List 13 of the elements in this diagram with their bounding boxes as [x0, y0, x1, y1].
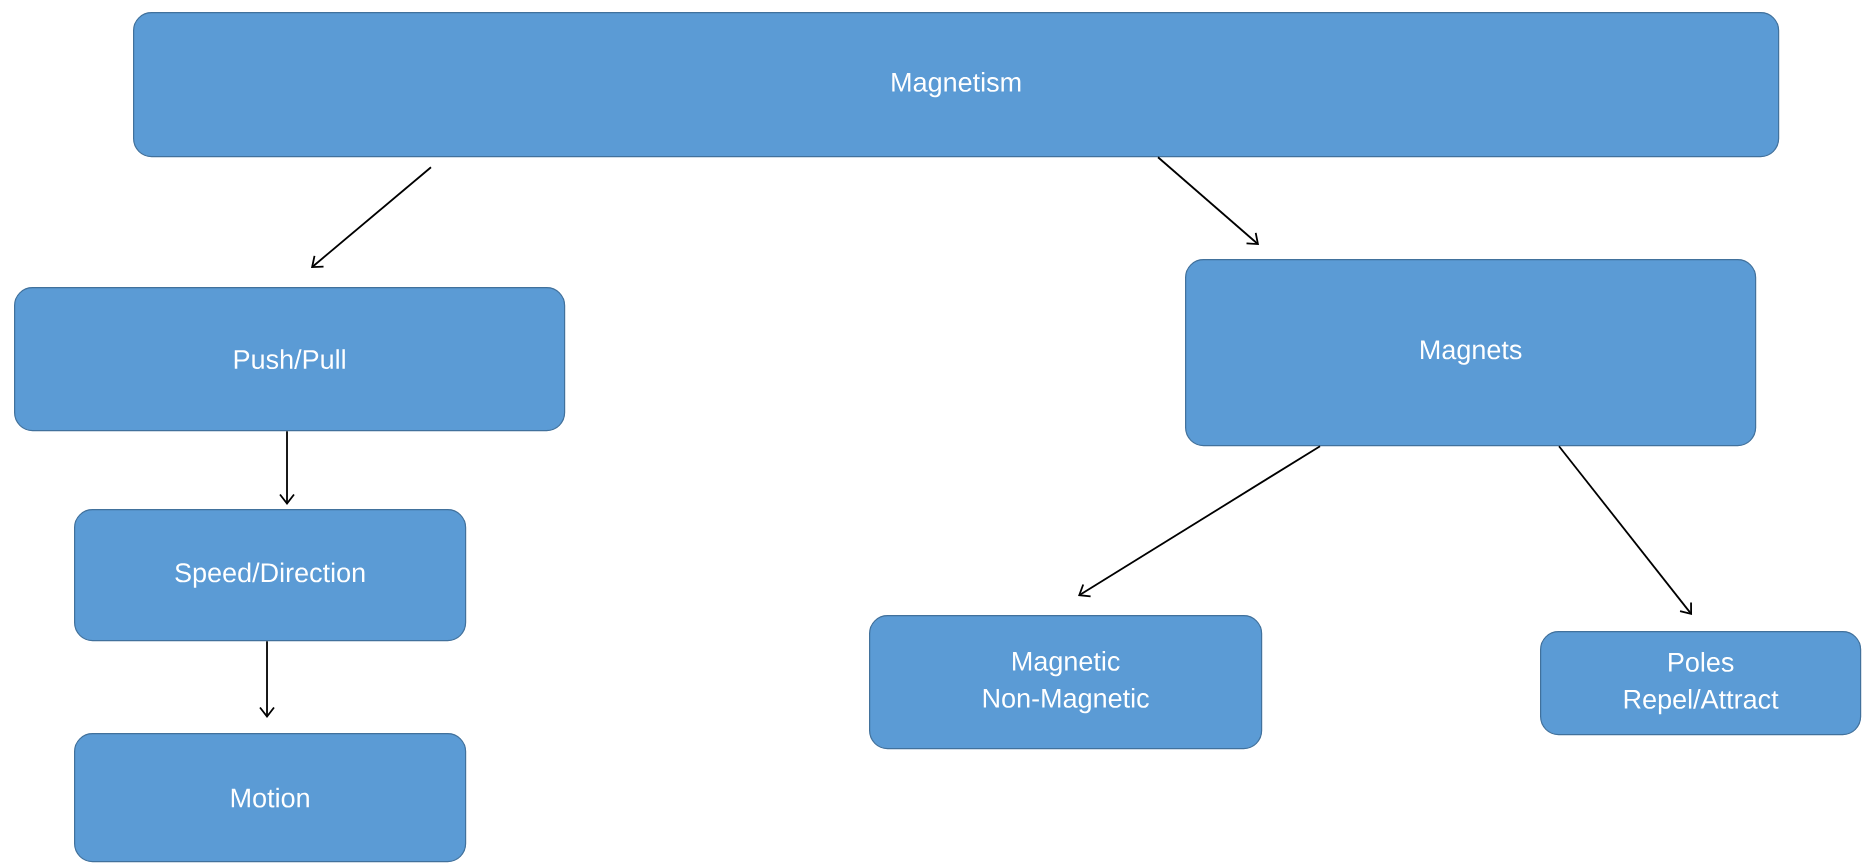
process-box: Magnetism	[133, 12, 1780, 158]
process-box: Push/Pull	[14, 287, 566, 432]
process-box: Speed/Direction	[74, 509, 467, 642]
arrow	[259, 640, 275, 718]
arrow	[311, 166, 432, 268]
process-box: Magnetic Non-Magnetic	[869, 615, 1263, 750]
process-box: Poles Repel/Attract	[1540, 631, 1862, 736]
process-box: Magnets	[1185, 259, 1757, 447]
arrow	[1558, 445, 1692, 615]
arrow	[1157, 156, 1259, 245]
process-box: Motion	[74, 733, 467, 863]
arrow	[1078, 445, 1321, 598]
arrow	[279, 430, 295, 505]
